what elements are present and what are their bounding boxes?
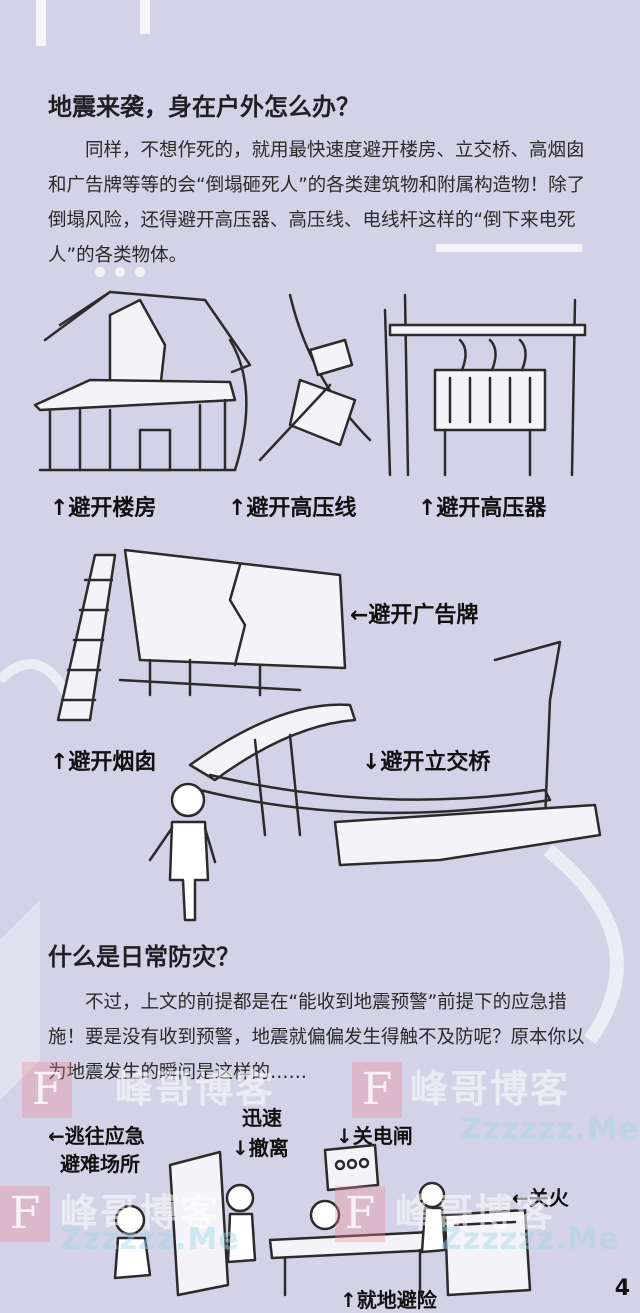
label-turn-off-fire: ←关火 (512, 1186, 569, 1210)
evacuating-person-drawing (225, 1183, 257, 1264)
label-avoid-power-line: ↑避开高压线 (228, 496, 357, 521)
door-drawing (168, 1150, 230, 1297)
running-person-drawing (113, 1204, 152, 1280)
watermark-text: 峰哥博客 (115, 1067, 276, 1111)
watermark-url: Zzzzzz.Me (60, 1222, 240, 1257)
kitchen-stove-drawing (418, 1181, 532, 1297)
label-avoid-chimney: ↑避开烟囱 (50, 750, 157, 775)
label-avoid-transformer: ↑避开高压器 (418, 496, 547, 521)
power-line-drawing (258, 293, 392, 477)
label-power-switch: ↓关电闸 (336, 1124, 413, 1148)
watermark-url: Zzzzzz.Me (460, 1112, 640, 1147)
label-evacuate-line2: ↓撤离 (232, 1136, 289, 1160)
label-shelter-in-place: ↑就地避险 (340, 1288, 437, 1312)
watermark-text: 峰哥博客 (410, 1067, 571, 1111)
label-avoid-building: ↑避开楼房 (50, 496, 157, 521)
electric-box-drawing (323, 1143, 380, 1192)
section1-paragraph: 同样，不想作死的，就用最快速度避开楼房、立交桥、高烟囱和广告牌等等的会“倒塌砸死… (48, 140, 586, 266)
section2-paragraph: 不过，上文的前提都是在“能收到地震预警”前提下的应急措施！要是没有收到预警，地震… (48, 992, 585, 1083)
standing-person-drawing (148, 782, 217, 922)
watermark-letter-box: F (352, 1062, 402, 1118)
label-escape-line2: 避难场所 (60, 1152, 140, 1176)
watermark-letter-box: F (0, 1186, 50, 1242)
transformer-drawing (388, 293, 587, 477)
label-evacuate-line1: 迅速 (242, 1106, 282, 1130)
watermark-text: 峰哥博客 (60, 1191, 221, 1235)
label-escape-line1: ←逃往应急 (48, 1124, 145, 1148)
billboard-drawing (118, 548, 347, 697)
watermark-letter-box: F (335, 1186, 385, 1242)
chimney-drawing (56, 553, 117, 722)
label-avoid-billboard: ←避开广告牌 (350, 603, 479, 628)
watermark-url: Zzzzzz.Me (440, 1222, 620, 1257)
overpass-drawing (188, 640, 602, 867)
label-avoid-overpass: ↓避开立交桥 (362, 750, 491, 775)
page-number: 4 (614, 1276, 630, 1301)
watermark-letter-box: F (22, 1062, 72, 1118)
watermark-text: 峰哥博客 (395, 1191, 556, 1235)
section1-heading: 地震来袭，身在户外怎么办？ (48, 93, 360, 121)
section2-heading: 什么是日常防灾？ (48, 943, 240, 971)
collapsed-house-drawing (33, 290, 252, 472)
